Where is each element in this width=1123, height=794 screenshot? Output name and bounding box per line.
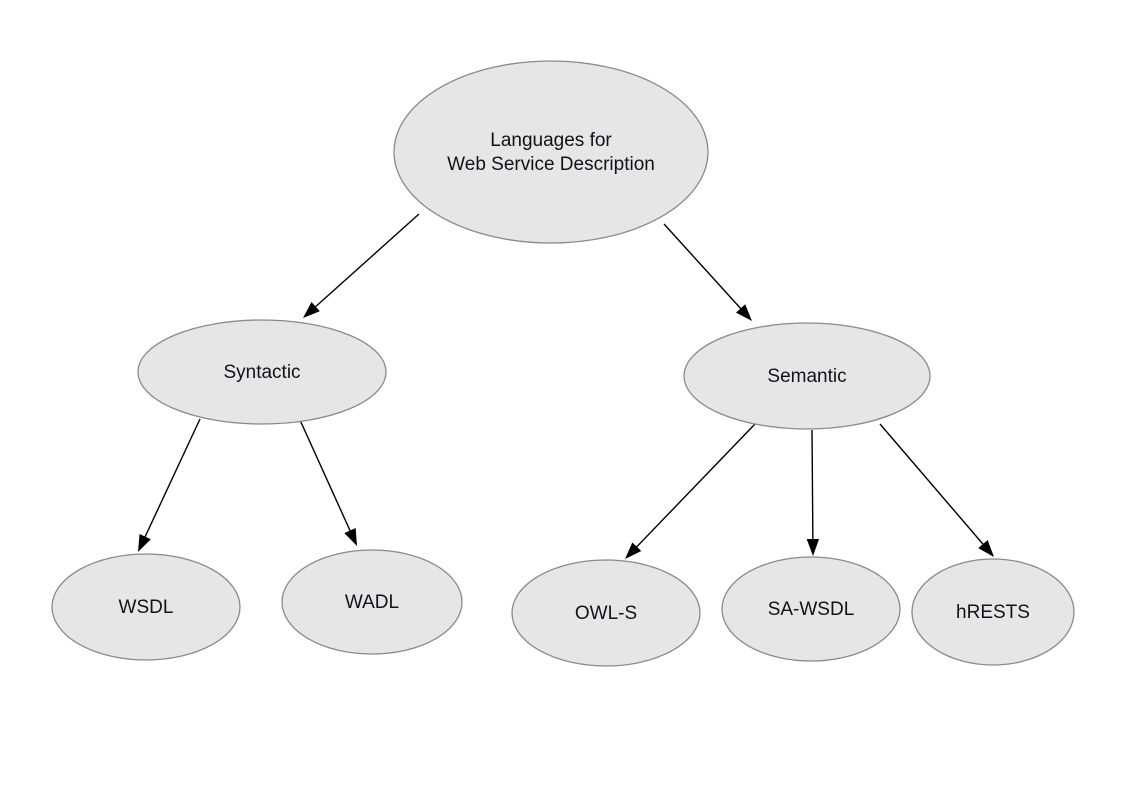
edge-root-syntactic (303, 213, 420, 318)
edge-line (299, 419, 352, 534)
edge-arrowhead (735, 304, 752, 321)
edge-line (143, 418, 201, 540)
edge-semantic-hrests (879, 423, 994, 557)
edge-arrowhead (138, 533, 151, 552)
edge-arrowhead (978, 540, 994, 557)
edge-line (312, 213, 420, 310)
edge-syntactic-wsdl (138, 418, 201, 552)
node-wsdl[interactable]: WSDL (51, 553, 241, 661)
node-shape-wsdl[interactable] (51, 553, 241, 661)
edge-arrowhead (625, 542, 642, 559)
node-owls[interactable]: OWL-S (511, 559, 701, 667)
edge-line (634, 423, 756, 550)
node-shape-hrests[interactable] (911, 558, 1075, 666)
edge-arrowhead (344, 527, 357, 546)
node-wadl[interactable]: WADL (281, 549, 463, 655)
edge-line (811, 429, 814, 543)
node-shape-syntactic[interactable] (137, 319, 387, 425)
edge-arrowhead (806, 538, 820, 556)
edge-line (663, 223, 744, 312)
node-hrests[interactable]: hRESTS (911, 558, 1075, 666)
node-syntactic[interactable]: Syntactic (137, 319, 387, 425)
edge-semantic-owls (625, 423, 756, 559)
edge-syntactic-wadl (299, 419, 357, 546)
node-semantic[interactable]: Semantic (683, 322, 931, 430)
node-shape-owls[interactable] (511, 559, 701, 667)
node-shape-wadl[interactable] (281, 549, 463, 655)
edges-layer (138, 213, 994, 559)
node-sawsdl[interactable]: SA-WSDL (721, 556, 901, 662)
edge-arrowhead (303, 302, 320, 318)
node-shape-semantic[interactable] (683, 322, 931, 430)
node-shape-root[interactable] (393, 60, 709, 244)
edge-root-semantic (663, 223, 752, 321)
node-shape-sawsdl[interactable] (721, 556, 901, 662)
edge-semantic-sawsdl (806, 429, 820, 556)
edge-line (879, 423, 986, 547)
